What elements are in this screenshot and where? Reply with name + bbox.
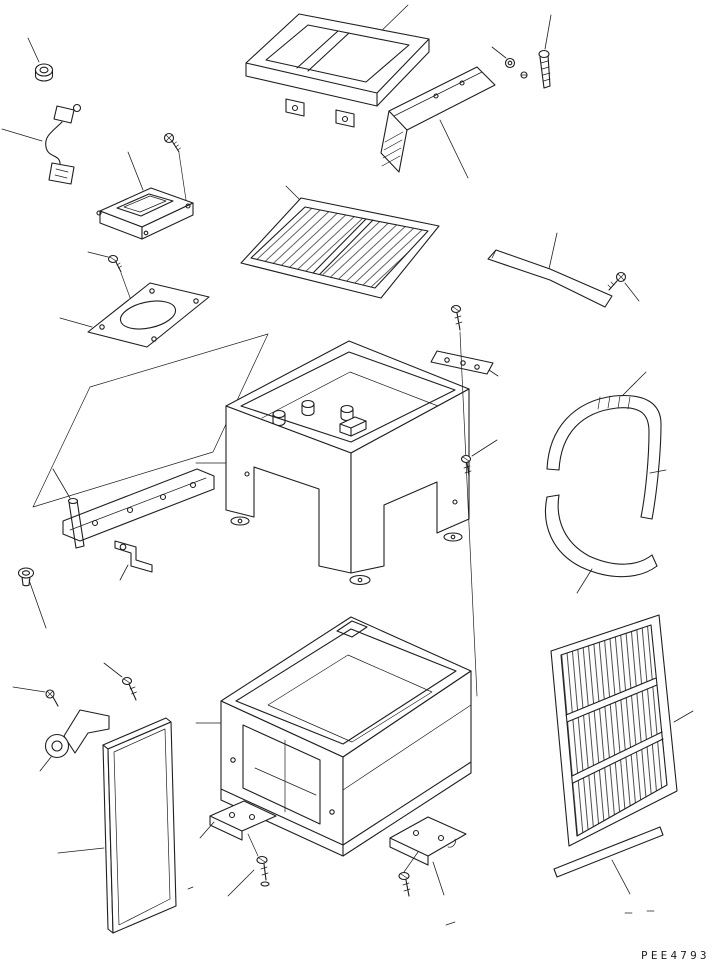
leader-line	[285, 185, 301, 201]
leader-line	[57, 847, 105, 854]
flat-panel-outline	[32, 333, 269, 508]
leader-line	[227, 869, 255, 897]
gasket-screw	[87, 251, 133, 304]
leader-line	[621, 371, 647, 397]
stray-marks	[187, 886, 655, 926]
mounting-plate-small	[430, 350, 499, 377]
leader-line	[624, 282, 640, 302]
leader-line	[491, 46, 507, 59]
leader-line	[439, 119, 469, 179]
mounting-plate-left	[199, 800, 277, 841]
pedal-bracket	[39, 709, 110, 772]
controller-unit	[96, 151, 194, 240]
leader-line	[12, 686, 46, 693]
lower-housing	[195, 616, 472, 857]
screw-top-axis	[450, 304, 478, 697]
leader-line	[52, 468, 71, 499]
leader-line	[59, 317, 93, 328]
gasket-plate	[59, 282, 210, 348]
hinge-pin	[52, 468, 85, 549]
leader-line	[27, 37, 40, 63]
screw-right	[607, 271, 640, 302]
leader-line	[127, 151, 144, 191]
wiring-harness	[1, 103, 82, 185]
leader-line	[611, 859, 631, 895]
screw-bracket	[103, 662, 137, 701]
leader-line	[1, 128, 43, 142]
seal-strip-bottom	[553, 826, 664, 895]
washer-and-bolt	[491, 14, 552, 89]
grommet-plug	[17, 567, 47, 629]
leader-line	[432, 861, 445, 896]
leader-line	[199, 821, 215, 839]
grommet-cap	[27, 37, 54, 82]
duct-band-lower	[544, 494, 658, 594]
drawing-number: PEE4793	[641, 949, 710, 962]
leader-line	[28, 579, 47, 629]
leader-line	[576, 568, 593, 594]
duct-band-upper	[546, 371, 667, 520]
bolt-left	[227, 833, 270, 897]
air-filter	[240, 185, 440, 299]
bracket-bar	[62, 468, 215, 542]
condenser-grille	[550, 614, 694, 847]
leader-line	[488, 369, 499, 377]
leader-line	[548, 232, 558, 270]
leader-line	[544, 14, 552, 50]
leader-line	[119, 564, 129, 581]
upper-housing	[195, 340, 470, 586]
leader-line	[39, 756, 52, 772]
leader-line	[87, 251, 109, 258]
bolt-right	[398, 851, 419, 897]
clip-bracket	[114, 540, 153, 581]
leader-line	[673, 710, 694, 723]
screw-small-left	[12, 686, 59, 707]
mounting-plate-right	[389, 816, 467, 896]
controller-screw	[163, 132, 187, 201]
leader-line	[471, 439, 498, 457]
leader-line	[103, 662, 123, 678]
seal-panel-tall	[57, 717, 177, 934]
top-cover-frame	[245, 4, 430, 128]
screw-mid-axis	[460, 439, 498, 477]
side-cover-panel	[380, 66, 496, 179]
seal-strip-upper-right	[487, 232, 613, 308]
